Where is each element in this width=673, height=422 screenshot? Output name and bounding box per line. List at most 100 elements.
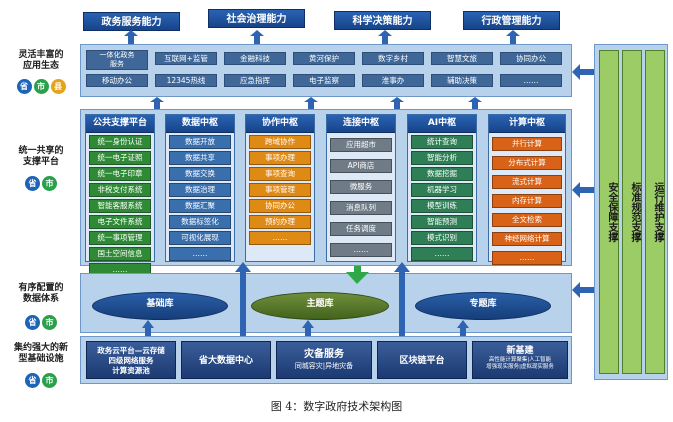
side-bar-label: 运行维护支撑 [652,182,663,242]
column-item: 协同办公 [249,199,311,213]
badge-county: 县 [50,79,66,94]
column-item: 电子文件系统 [89,215,151,229]
column-item: 模型训练 [411,199,473,213]
app-layer-title: 灵活丰富的 应用生态 [18,50,64,71]
capability-tag-2: 社会治理能力 [208,9,305,28]
column-item: …… [249,231,311,245]
column-item: 统一电子印章 [89,167,151,181]
column-item: 统一电子证照 [89,151,151,165]
column-item: API商店 [330,159,392,173]
column-item: 非税支付系统 [89,183,151,197]
column-item: 数据共享 [169,151,231,165]
figure-caption: 图 4：数字政府技术架构图 [270,400,403,413]
column-item: 数据汇聚 [169,199,231,213]
column-item: 国土空间信息 [89,247,151,261]
column-item: 分布式计算 [492,156,562,170]
side-bar-standards: 标准规范支撑 [622,50,642,374]
infra-layer-title: 集约强大的新 型基础设施 [13,343,68,364]
infra-block-disaster-recovery: 灾备服务 同城容灾|异地灾备 [276,341,372,379]
infra-block-new-infra: 新基建 高性能计算聚集|人工智能 增强现实服务|虚拟现实服务 [472,341,568,379]
capability-arrows [124,30,520,44]
column-item: 数据挖掘 [411,167,473,181]
column-data-hub: 数据中枢 数据开放 数据共享 数据交换 数据治理 数据汇聚 数据标签化 可视化展… [165,114,235,262]
app-item: 移动办公 [86,74,148,87]
column-connection-hub: 连接中枢 应用超市 API商店 微服务 消息队列 任务调度 …… [326,114,396,262]
app-item: 数字乡村 [362,52,424,65]
badge-province: 省 [16,79,32,94]
infra-block-cloud: 政务云平台—云存储 四级网络服务 计算资源池 [86,341,176,379]
column-item: …… [169,247,231,261]
column-item: 智能分析 [411,151,473,165]
support-layer-title: 统一共享的 支撑平台 [18,146,64,167]
side-bar-security: 安全保障支撑 [599,50,619,374]
column-public-support: 公共支撑平台 统一身份认证 统一电子证照 统一电子印章 非税支付系统 智能客服系… [85,114,155,277]
side-bar-label: 安全保障支撑 [606,182,617,242]
column-ai-hub: AI中枢 统计查询 智能分析 数据挖掘 机器学习 模型训练 智能预测 模式识别 … [407,114,477,262]
infra-sub: 高性能计算聚集|人工智能 增强现实服务|虚拟现实服务 [486,357,554,370]
column-item: 应用超市 [330,138,392,152]
db-special: 专题库 [415,292,551,320]
column-item: 事项查询 [249,167,311,181]
data-layer-badges: 省市 [5,310,77,330]
app-item: 互联网+监管 [155,52,217,65]
infra-main: 新基建 [506,346,534,356]
column-head: 计算中枢 [489,115,565,133]
column-item: 统计查询 [411,135,473,149]
column-item: 消息队列 [330,201,392,215]
column-item: 智能预测 [411,215,473,229]
column-item: 事项办理 [249,151,311,165]
column-item: 事项管理 [249,183,311,197]
app-item: 黄河保护 [293,52,355,65]
badge-province: 省 [25,373,40,388]
column-item: …… [330,243,392,257]
db-basic: 基础库 [92,292,228,320]
column-item: 流式计算 [492,175,562,189]
db-topic: 主题库 [251,292,389,320]
app-item: …… [500,74,562,87]
badge-city: 市 [42,373,57,388]
app-item: 金融科技 [224,52,286,65]
infra-sub: 同城容灾|异地灾备 [294,362,354,370]
column-item: 可视化展现 [169,231,231,245]
column-item: 统一身份认证 [89,135,151,149]
column-item: 内存计算 [492,194,562,208]
column-head: 公共支撑平台 [86,115,154,133]
app-item: 协同办公 [500,52,562,65]
app-item: 一体化政务 服务 [86,50,148,70]
side-bar-label: 标准规范支撑 [629,182,640,242]
app-support-arrows [150,97,482,109]
column-item: 神经网络计算 [492,232,562,246]
app-item: 应急指挥 [224,74,286,87]
app-item: 电子监察 [293,74,355,87]
side-bar-operations: 运行维护支撑 [645,50,665,374]
column-item: 微服务 [330,180,392,194]
infra-main: 灾备服务 [304,349,344,360]
infra-layer-badges: 省市 [5,368,77,388]
column-item: 模式识别 [411,231,473,245]
app-row-2: 移动办公 12345热线 应急指挥 电子监察 淮事办 辅助决策 …… [86,74,568,90]
column-item: 数据标签化 [169,215,231,229]
column-item: 预约办理 [249,215,311,229]
badge-province: 省 [25,176,40,191]
data-arrows [142,262,469,342]
column-head: 连接中枢 [327,115,395,133]
column-head: 数据中枢 [166,115,234,133]
column-compute-hub: 计算中枢 并行计算 分布式计算 流式计算 内存计算 全文检索 神经网络计算 …… [488,114,566,265]
column-item: 并行计算 [492,137,562,151]
app-item: 辅助决策 [431,74,493,87]
column-head: 协作中枢 [246,115,314,133]
column-item: …… [492,251,562,265]
support-layer-badges: 省市 [5,171,77,191]
capability-tag-4: 行政管理能力 [463,11,560,30]
column-item: 数据治理 [169,183,231,197]
column-item: 跨域协作 [249,135,311,149]
app-item: 淮事办 [362,74,424,87]
badge-city: 市 [42,315,57,330]
side-arrows [572,64,594,298]
data-layer-title: 有序配置的 数据体系 [18,283,64,304]
badge-province: 省 [25,315,40,330]
column-collaboration-hub: 协作中枢 跨域协作 事项办理 事项查询 事项管理 协同办公 预约办理 …… [245,114,315,262]
capability-tag-1: 政务服务能力 [83,12,180,31]
column-item: 统一事项管理 [89,231,151,245]
capability-tag-3: 科学决策能力 [334,11,431,30]
